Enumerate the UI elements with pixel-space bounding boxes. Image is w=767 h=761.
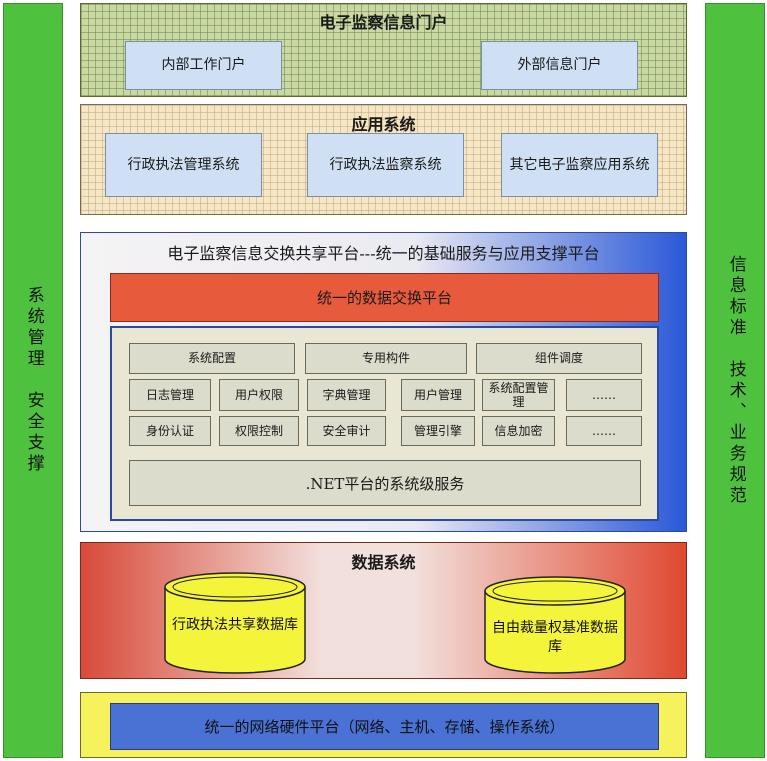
system-config-management-cell: 系统配置管理 [482,379,555,411]
external-portal-box: 外部信息门户 [481,41,638,90]
discretion-database-label: 自由裁量权基准数据库 [492,620,618,655]
application-title: 应用系统 [351,115,416,134]
info-encryption-cell: 信息加密 [482,416,555,446]
management-engine-cell: 管理引擎 [401,416,475,446]
portal-title: 电子监察信息门户 [319,13,448,32]
dotnet-service-bar: .NET平台的系统级服务 [129,460,641,506]
access-control-cell: 权限控制 [219,416,299,446]
network-hardware-bar: 统一的网络硬件平台（网络、主机、存储、操作系统） [110,703,659,750]
platform-title: 电子监察信息交换共享平台---统一的基础服务与应用支撑平台 [167,244,600,263]
shared-database-label: 行政执法共享数据库 [172,617,298,633]
user-permission-cell: 用户权限 [219,379,299,411]
data-system-title: 数据系统 [351,553,416,572]
security-audit-cell: 安全审计 [307,416,386,446]
data-exchange-bar: 统一的数据交换平台 [110,273,659,322]
more-cell-1: …… [566,379,642,411]
dictionary-management-cell: 字典管理 [307,379,386,411]
data-system-layer: 数据系统 行政执法共享数据库 自由裁量权基准数据库 [80,542,687,679]
config-cell: 系统配置 [129,343,295,374]
app-box-other-systems: 其它电子监察应用系统 [501,133,658,197]
right-sidebar-label: 信息标准 技术、业务规范 [725,254,746,507]
user-management-cell: 用户管理 [401,379,475,411]
custom-component-cell: 专用构件 [305,343,467,374]
internal-portal-box: 内部工作门户 [125,41,282,90]
app-box-enforcement-supervision: 行政执法监察系统 [307,133,464,197]
support-services-panel: 系统配置 专用构件 组件调度 日志管理 用户权限 字典管理 用户管理 系统配置管… [110,326,659,521]
app-box-enforcement-management: 行政执法管理系统 [105,133,262,197]
component-dispatch-cell: 组件调度 [476,343,642,374]
network-layer: 统一的网络硬件平台（网络、主机、存储、操作系统） [80,692,687,758]
log-management-cell: 日志管理 [129,379,211,411]
left-sidebar: 系统管理 安全支撑 [3,3,63,758]
application-layer: 应用系统 行政执法管理系统 行政执法监察系统 其它电子监察应用系统 [80,104,687,215]
more-cell-2: …… [566,416,642,446]
right-sidebar: 信息标准 技术、业务规范 [705,3,765,758]
authentication-cell: 身份认证 [129,416,211,446]
portal-layer: 电子监察信息门户 内部工作门户 外部信息门户 [80,3,687,97]
shared-database-icon: 行政执法共享数据库 [163,571,307,675]
exchange-platform-layer: 电子监察信息交换共享平台---统一的基础服务与应用支撑平台 统一的数据交换平台 … [80,232,687,532]
discretion-database-icon: 自由裁量权基准数据库 [483,575,627,675]
left-sidebar-label: 系统管理 安全支撑 [23,286,44,475]
